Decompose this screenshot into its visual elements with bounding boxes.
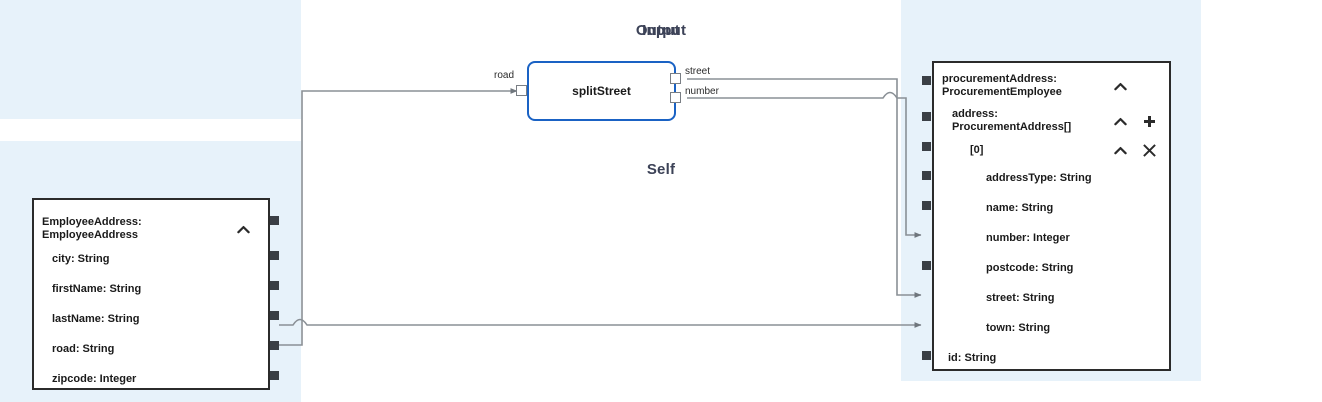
self-field-label: firstName: String <box>52 282 142 295</box>
wire-street-to-street <box>687 78 922 298</box>
panel-input <box>0 0 301 119</box>
self-port-city[interactable] <box>270 251 279 260</box>
output-row-label: number: Integer <box>986 231 1070 244</box>
fn-output-port-street[interactable] <box>670 73 681 84</box>
output-port-id[interactable] <box>922 351 931 360</box>
output-row-label: address: ProcurementAddress[] <box>952 108 1072 133</box>
output-row-label: town: String <box>986 321 1051 334</box>
self-port-header[interactable] <box>270 216 279 225</box>
plus-icon[interactable] <box>1140 112 1158 130</box>
output-row-label: procurementAddress: ProcurementEmployee <box>942 73 1062 98</box>
self-port-firstname[interactable] <box>270 281 279 290</box>
chevron-up-icon[interactable] <box>234 220 252 238</box>
self-node-header[interactable]: EmployeeAddress: EmployeeAddress <box>34 210 268 248</box>
output-port-address[interactable] <box>922 112 931 121</box>
panel-self-title: Self <box>646 161 676 178</box>
wire-road-to-splitstreet <box>279 88 518 346</box>
fn-input-port-road-label: road <box>494 70 515 81</box>
self-node-header-label: EmployeeAddress: EmployeeAddress <box>42 216 142 241</box>
output-row[interactable]: number: Integer <box>934 223 1169 253</box>
output-schema-node[interactable]: procurementAddress: ProcurementEmployee … <box>932 61 1171 371</box>
panel-input-title: Input <box>642 22 680 39</box>
output-row[interactable]: procurementAddress: ProcurementEmployee <box>934 71 1169 101</box>
self-field-row[interactable]: firstName: String <box>34 274 268 304</box>
self-field-row[interactable]: city: String <box>34 244 268 274</box>
self-port-zipcode[interactable] <box>270 371 279 380</box>
output-port-postcode[interactable] <box>922 261 931 270</box>
self-field-label: city: String <box>52 252 110 265</box>
fn-output-port-number-label: number <box>685 86 719 97</box>
self-schema-node[interactable]: EmployeeAddress: EmployeeAddress city: S… <box>32 198 270 390</box>
output-row[interactable]: id: String <box>934 343 1169 373</box>
output-port-addresstype[interactable] <box>922 171 931 180</box>
self-field-row[interactable]: lastName: String <box>34 304 268 334</box>
chevron-up-icon[interactable] <box>1111 112 1129 130</box>
wire-city-to-town <box>279 318 922 328</box>
self-field-label: zipcode: Integer <box>52 372 137 385</box>
output-row-label: [0] <box>970 143 984 156</box>
self-port-lastname[interactable] <box>270 311 279 320</box>
output-port-name[interactable] <box>922 201 931 210</box>
fn-input-port-road[interactable] <box>516 85 527 96</box>
self-port-road[interactable] <box>270 341 279 350</box>
output-row[interactable]: addressType: String <box>934 163 1169 193</box>
output-row[interactable]: postcode: String <box>934 253 1169 283</box>
output-port-procurementaddress[interactable] <box>922 76 931 85</box>
output-row-label: addressType: String <box>986 171 1092 184</box>
output-row-label: postcode: String <box>986 261 1074 274</box>
close-icon[interactable] <box>1140 141 1158 159</box>
self-field-label: road: String <box>52 342 115 355</box>
fn-output-port-number[interactable] <box>670 92 681 103</box>
self-field-label: lastName: String <box>52 312 140 325</box>
output-row-label: id: String <box>948 351 997 364</box>
output-row[interactable]: town: String <box>934 313 1169 343</box>
output-row-label: name: String <box>986 201 1054 214</box>
chevron-up-icon[interactable] <box>1111 141 1129 159</box>
panel-output-title: Output <box>635 22 687 39</box>
fn-output-port-street-label: street <box>685 66 711 77</box>
self-field-row[interactable]: zipcode: Integer <box>34 364 268 394</box>
chevron-up-icon[interactable] <box>1111 77 1129 95</box>
output-port-index-0[interactable] <box>922 142 931 151</box>
function-node-splitstreet[interactable]: splitStreet <box>527 61 676 121</box>
output-row[interactable]: address: ProcurementAddress[] <box>934 106 1169 136</box>
output-row[interactable]: name: String <box>934 193 1169 223</box>
function-node-label: splitStreet <box>572 84 631 98</box>
output-row[interactable]: [0] <box>934 136 1169 164</box>
output-row-label: street: String <box>986 291 1055 304</box>
output-row[interactable]: street: String <box>934 283 1169 313</box>
self-field-row[interactable]: road: String <box>34 334 268 364</box>
